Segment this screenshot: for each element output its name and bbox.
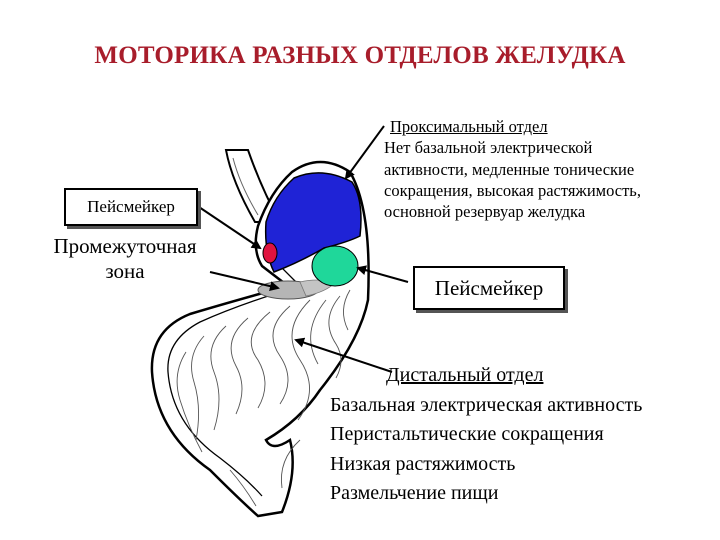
distal-line: Базальная электрическая активность [330,393,643,416]
fundus-region [264,172,362,273]
arrow-pacemaker-right [356,265,409,283]
intermediate-zone-label: Промежуточная зона [20,234,230,284]
proximal-description: Проксимальный отдел Нет базальной электр… [384,116,641,222]
arrow-distal [294,337,393,373]
intermediate-label-line: зона [105,259,145,283]
distal-heading: Дистальный отдел [386,364,544,386]
intermediate-label-line: Промежуточная [53,234,197,258]
proximal-line: сокращения, высокая растяжимость, [384,180,641,200]
distal-line: Размельчение пищи [330,482,499,504]
arrow-intermediate [209,271,280,292]
proximal-heading: Проксимальный отдел [390,117,548,136]
proximal-line: Нет базальной электрической [384,138,593,158]
pacemaker-node [262,242,278,264]
proximal-line: основной резервуар желудка [384,202,586,222]
arrow-proximal [344,125,385,180]
distal-line: Перистальтические сокращения [330,423,604,445]
proximal-line: активности, медленные тонические [384,159,635,179]
esophagus-fold [232,157,259,216]
distal-line: Низкая растяжимость [330,452,516,475]
rugae-folds [176,289,351,507]
pacemaker-label-right: Пейсмейкер [413,266,565,310]
distal-description: Дистальный отдел Базальная электрическая… [330,361,642,509]
pacemaker-label-left: Пейсмейкер [64,188,198,226]
page-title: МОТОРИКА РАЗНЫХ ОТДЕЛОВ ЖЕЛУДКА [94,42,626,69]
arrow-pacemaker-left [195,204,262,250]
pacemaker-zone [311,245,359,287]
